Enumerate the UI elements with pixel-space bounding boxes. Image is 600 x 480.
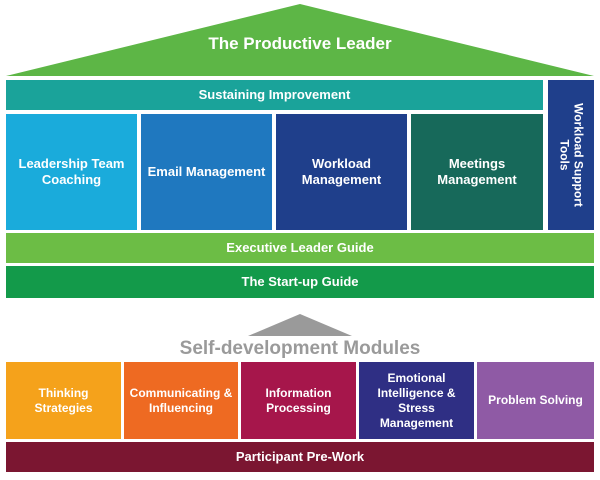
pillar-workload-management: Workload Management <box>276 114 407 230</box>
workload-support-tools-label: Workload Support Tools <box>557 103 586 207</box>
module-emotional-intelligence: Emotional Intelligence & Stress Manageme… <box>359 362 474 439</box>
executive-leader-guide-bar: Executive Leader Guide <box>6 233 594 263</box>
self-development-modules-title: Self-development Modules <box>179 338 421 359</box>
pillar-meetings-management: Meetings Management <box>411 114 543 230</box>
module-thinking-strategies: Thinking Strategies <box>6 362 121 439</box>
roof-triangle <box>6 4 594 76</box>
up-arrow-icon <box>248 314 352 336</box>
module-information-processing: Information Processing <box>241 362 356 439</box>
startup-guide-bar: The Start-up Guide <box>6 266 594 298</box>
module-communicating-influencing: Communicating & Influencing <box>124 362 238 439</box>
workload-support-tools-bar: Workload Support Tools <box>548 80 594 230</box>
sustaining-improvement-bar: Sustaining Improvement <box>6 80 543 110</box>
module-problem-solving: Problem Solving <box>477 362 594 439</box>
participant-prework-bar: Participant Pre-Work <box>6 442 594 472</box>
roof-title: The Productive Leader <box>208 34 392 53</box>
roof-shape <box>6 4 594 76</box>
pillar-email-management: Email Management <box>141 114 272 230</box>
up-arrow-shape <box>248 314 352 336</box>
pillar-leadership-team-coaching: Leadership Team Coaching <box>6 114 137 230</box>
